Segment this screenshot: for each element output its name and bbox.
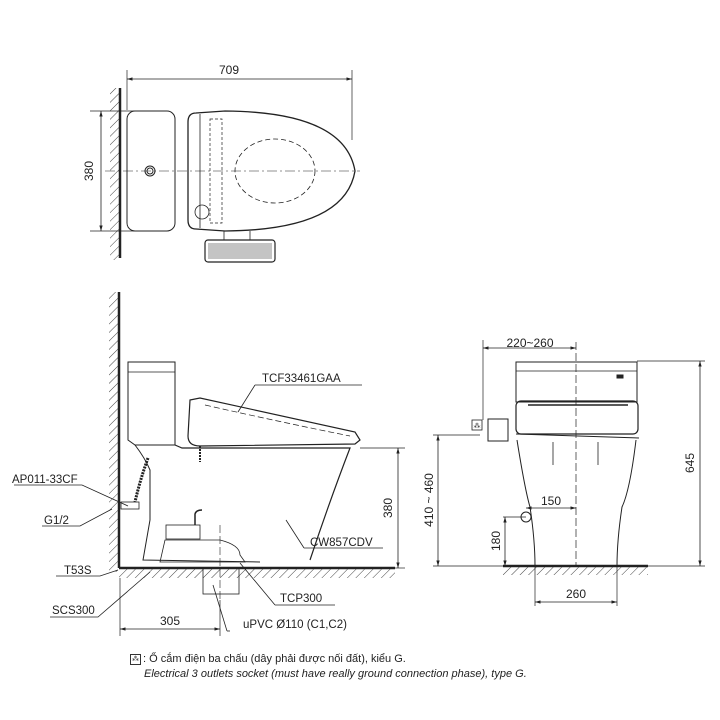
dim-rough-in: 305 bbox=[160, 614, 180, 628]
side-view bbox=[14, 292, 405, 636]
dim-inlet-offset: 150 bbox=[541, 494, 561, 508]
legend-note: ⁂: Ổ cắm điện ba chấu (dây phải được nối… bbox=[130, 652, 527, 682]
dim-socket-offset: 220~260 bbox=[506, 336, 553, 350]
dim-base-width: 260 bbox=[566, 587, 586, 601]
note-english: Electrical 3 outlets socket (must have r… bbox=[144, 668, 527, 680]
note-vietnamese-line: ⁂: Ổ cắm điện ba chấu (dây phải được nối… bbox=[130, 652, 527, 667]
wall-hatch bbox=[110, 88, 119, 260]
label-bowl-model: CW857CDV bbox=[310, 537, 373, 549]
dim-socket-height: 410 ~ 460 bbox=[422, 473, 436, 527]
top-view bbox=[90, 70, 360, 263]
label-t53s: T53S bbox=[64, 565, 92, 577]
dim-total-height: 645 bbox=[683, 453, 697, 473]
label-seat-model: TCF33461GAA bbox=[262, 373, 341, 385]
dim-side-height: 380 bbox=[381, 498, 395, 518]
note-vietnamese: Ổ cắm điện ba chấu (dây phải được nối đấ… bbox=[149, 653, 406, 665]
label-scs300: SCS300 bbox=[52, 605, 95, 617]
dim-inlet-height: 180 bbox=[489, 531, 503, 551]
front-socket-icon: ⁂ bbox=[474, 422, 481, 430]
note-separator: : bbox=[143, 653, 147, 665]
label-valve: AP011-33CF bbox=[12, 474, 78, 486]
front-view bbox=[433, 340, 705, 606]
label-tcp300: TCP300 bbox=[280, 593, 322, 605]
label-thread: G1/2 bbox=[44, 515, 69, 527]
label-pipe: uPVC Ø110 (C1,C2) bbox=[243, 619, 347, 631]
dim-top-width: 380 bbox=[82, 161, 96, 181]
dim-top-length: 709 bbox=[219, 63, 239, 77]
electrical-socket-icon: ⁂ bbox=[130, 653, 141, 665]
